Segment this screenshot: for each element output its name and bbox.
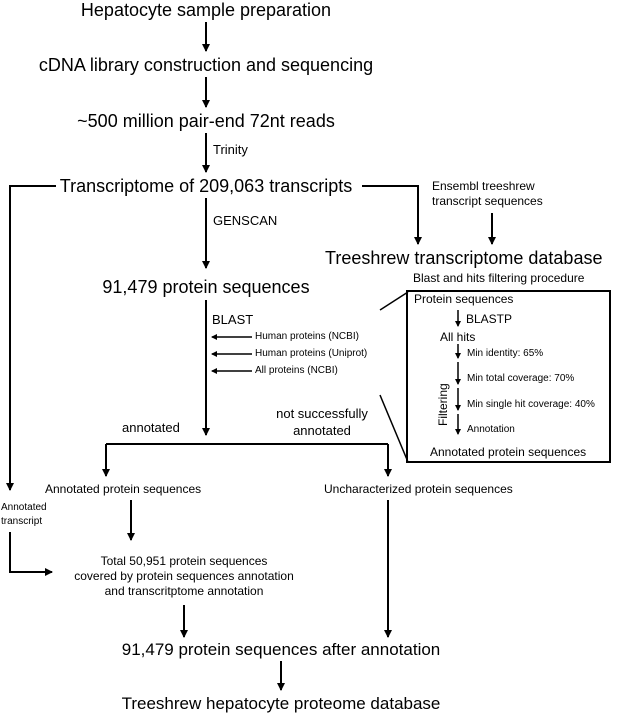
zoom-connector-top <box>379 291 409 311</box>
node-total-line2: covered by protein sequences annotation <box>74 569 294 583</box>
node-ensembl-line2: transcript sequences <box>432 194 543 208</box>
edge-label-genscan: GENSCAN <box>213 213 278 228</box>
edge-label-annotated-transcript-line1: Annotated <box>1 502 47 513</box>
node-proteome-database: Treeshrew hepatocyte proteome database <box>121 694 441 713</box>
node-cdna-library: cDNA library construction and sequencing <box>38 55 374 75</box>
node-after-annotation: 91,479 protein sequences after annotatio… <box>121 640 441 659</box>
edge-label-annotated-transcript-line2: transcript <box>1 516 43 527</box>
filter-step-total-coverage: Min total coverage: 70% <box>467 373 575 384</box>
node-uncharacterized: Uncharacterized protein sequences <box>324 482 513 496</box>
edge-label-trinity: Trinity <box>213 142 248 157</box>
node-reads: ~500 million pair-end 72nt reads <box>77 111 335 131</box>
edge-label-annotated: annotated <box>122 420 180 435</box>
arrow-transcriptome-to-db <box>362 185 422 245</box>
filter-box-title: Blast and hits filtering procedure <box>413 271 585 285</box>
arrow-annotated-transcript-to-total <box>9 532 53 576</box>
filter-step-identity: Min identity: 65% <box>467 348 544 359</box>
node-annotated-protein-sequences: Annotated protein sequences <box>45 482 202 496</box>
node-sample-preparation: Hepatocyte sample preparation <box>80 0 332 20</box>
arrow-transcriptome-left-branch <box>6 185 56 491</box>
db-human-uniprot: Human proteins (Uniprot) <box>255 348 368 359</box>
filter-procedure-box <box>406 290 611 463</box>
node-ensembl-line1: Ensembl treeshrew <box>432 179 535 193</box>
node-transcriptome: Transcriptome of 209,063 transcripts <box>59 176 353 196</box>
zoom-connector-bottom <box>379 394 409 463</box>
filter-side-label: Filtering <box>436 383 450 426</box>
filter-input: Protein sequences <box>414 292 514 306</box>
filter-all-hits: All hits <box>440 330 476 344</box>
edge-label-not-annotated-line2: annotated <box>293 423 351 438</box>
edge-label-blast: BLAST <box>212 312 254 327</box>
node-protein-sequences: 91,479 protein sequences <box>102 277 310 297</box>
node-transcriptome-database: Treeshrew transcriptome database <box>325 248 603 268</box>
filter-output: Annotated protein sequences <box>430 445 587 459</box>
filter-step-single-coverage: Min single hit coverage: 40% <box>467 399 595 410</box>
node-total-line3: and transcritptome annotation <box>104 584 264 598</box>
filter-blastp: BLASTP <box>466 312 513 326</box>
db-human-ncbi: Human proteins (NCBI) <box>255 331 359 342</box>
node-total-line1: Total 50,951 protein sequences <box>100 554 268 568</box>
db-all-ncbi: All proteins (NCBI) <box>255 365 338 376</box>
filter-step-annotation: Annotation <box>467 424 515 435</box>
edge-label-not-annotated-line1: not successfully <box>276 406 368 421</box>
